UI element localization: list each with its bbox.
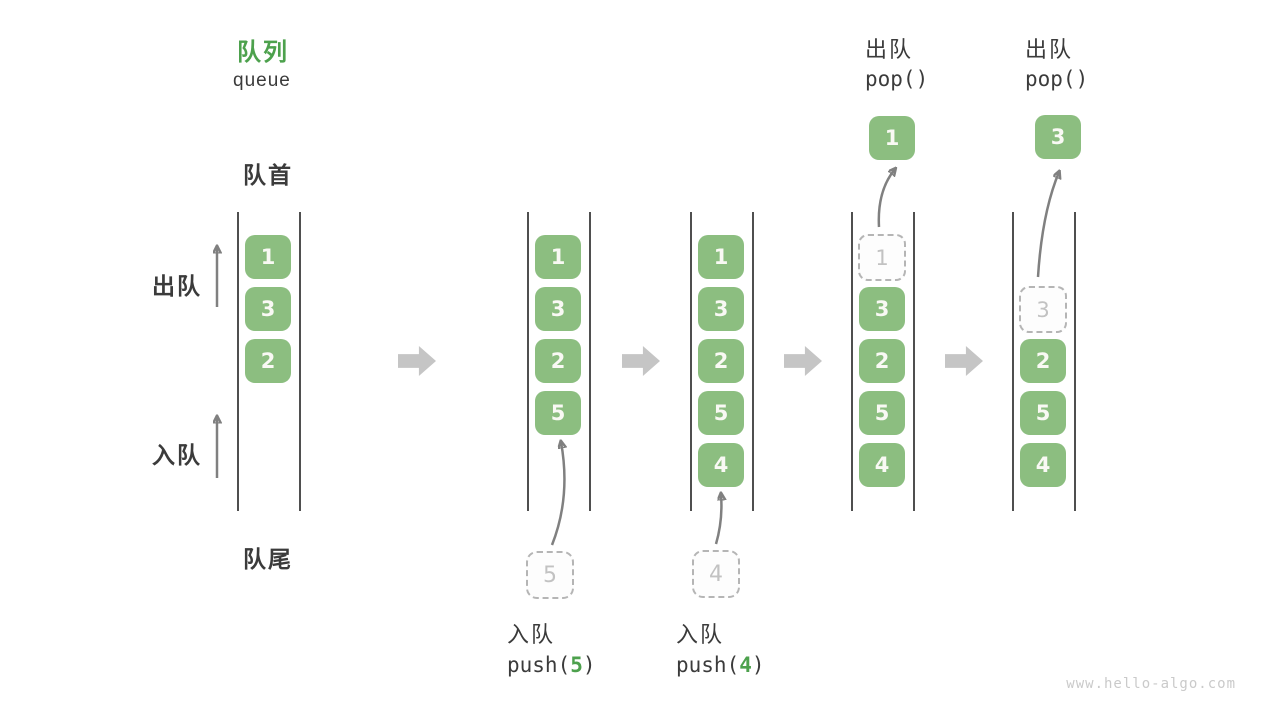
push-code-label-arg: 4 <box>739 653 752 677</box>
push-code-label-close: ) <box>751 653 765 677</box>
queue-item: 5 <box>1020 391 1066 435</box>
queue-item-dashed: 3 <box>1019 286 1067 333</box>
pending-item: 4 <box>692 550 740 598</box>
channel-wall-right-state-initial <box>299 212 301 511</box>
queue-item: 1 <box>698 235 744 279</box>
channel-wall-right-state-after-pop-3 <box>1074 212 1076 511</box>
channel-wall-right-state-after-push-4 <box>752 212 754 511</box>
pop-code-label-text: pop() <box>865 67 929 91</box>
dequeue-op-label: 出队 <box>1025 37 1074 62</box>
front-label: 队首 <box>243 162 293 188</box>
step-arrow-icon <box>945 346 983 376</box>
push-code-label-text: push( <box>507 653 571 677</box>
popped-item: 3 <box>1035 115 1081 159</box>
step-arrow-icon <box>784 346 822 376</box>
enqueue-side-label: 入队 <box>152 442 202 468</box>
channel-wall-left-state-after-push-5 <box>527 212 529 511</box>
enqueue-arrow <box>714 494 721 545</box>
push-code-label-text: push( <box>676 653 740 677</box>
queue-item: 4 <box>1020 443 1066 487</box>
pop-code-label: pop() <box>1025 67 1088 91</box>
pending-item: 5 <box>526 551 574 599</box>
dequeue-op-label: 出队 <box>865 37 914 62</box>
dequeue-arrow <box>877 169 895 228</box>
diagram-title-zh: 队列 <box>237 39 289 66</box>
pop-code-label-text: pop() <box>1025 67 1089 91</box>
queue-item-dashed: 1 <box>858 234 906 281</box>
channel-wall-left-state-after-push-4 <box>690 212 692 511</box>
queue-item: 5 <box>698 391 744 435</box>
pop-code-label: pop() <box>865 67 928 91</box>
push-code-label-arg: 5 <box>570 653 583 677</box>
queue-item: 4 <box>859 443 905 487</box>
queue-item: 2 <box>245 339 291 383</box>
push-code-label: push(5) <box>507 653 596 677</box>
queue-item: 3 <box>698 287 744 331</box>
enqueue-arrow <box>550 442 564 546</box>
rear-label: 队尾 <box>243 546 293 572</box>
step-arrow-icon <box>622 346 660 376</box>
queue-item: 3 <box>535 287 581 331</box>
channel-wall-left-state-initial <box>237 212 239 511</box>
channel-wall-left-state-after-pop-3 <box>1012 212 1014 511</box>
channel-wall-left-state-after-pop-1 <box>851 212 853 511</box>
step-arrow-icon <box>398 346 436 376</box>
queue-item: 5 <box>535 391 581 435</box>
enqueue-op-label: 入队 <box>507 622 556 647</box>
dequeue-side-label: 出队 <box>152 273 202 299</box>
queue-item: 1 <box>535 235 581 279</box>
diagram-title-en: queue <box>233 70 291 91</box>
queue-item: 2 <box>535 339 581 383</box>
push-code-label-close: ) <box>582 653 596 677</box>
queue-item: 1 <box>245 235 291 279</box>
channel-wall-right-state-after-push-5 <box>589 212 591 511</box>
watermark: www.hello-algo.com <box>1066 676 1236 692</box>
queue-item: 4 <box>698 443 744 487</box>
queue-item: 3 <box>859 287 905 331</box>
popped-item: 1 <box>869 116 915 160</box>
enqueue-op-label: 入队 <box>676 622 725 647</box>
queue-item: 3 <box>245 287 291 331</box>
queue-item: 2 <box>859 339 905 383</box>
channel-wall-right-state-after-pop-1 <box>913 212 915 511</box>
push-code-label: push(4) <box>676 653 765 677</box>
queue-item: 2 <box>1020 339 1066 383</box>
queue-item: 5 <box>859 391 905 435</box>
queue-item: 2 <box>698 339 744 383</box>
dequeue-arrow <box>1036 172 1059 278</box>
